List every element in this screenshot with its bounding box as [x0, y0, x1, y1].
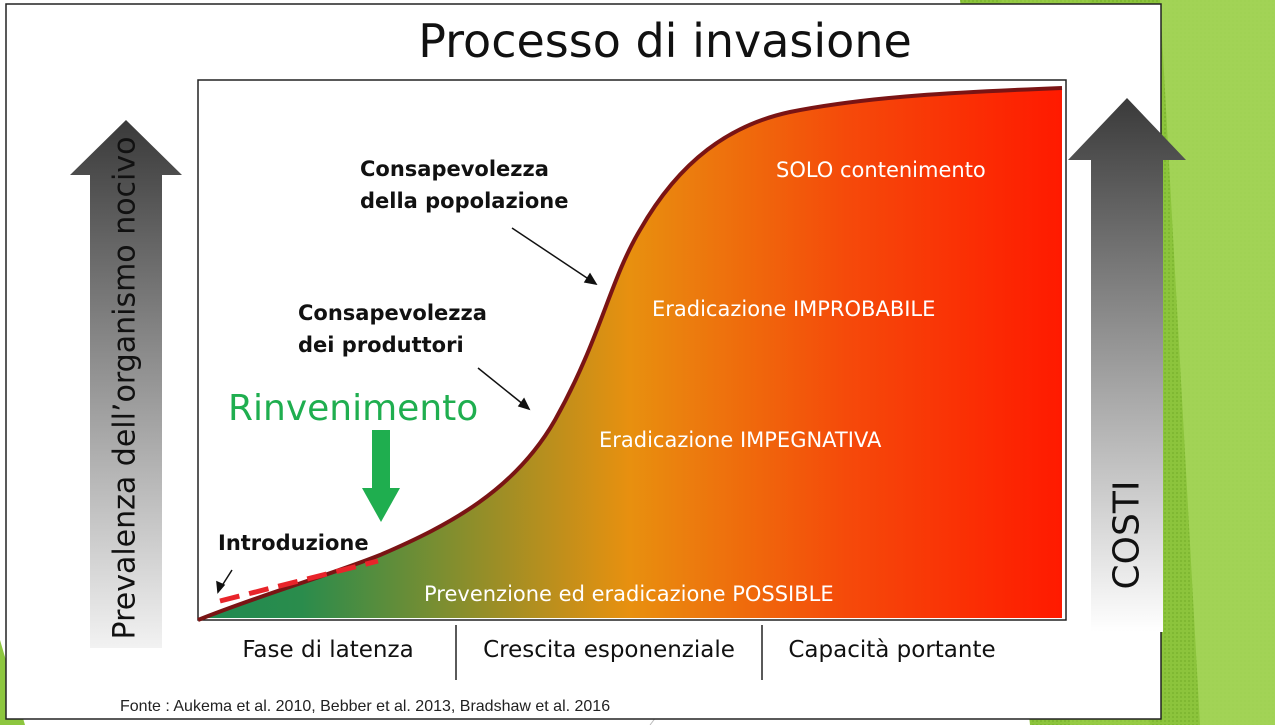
- label-consapevolezza-produttori: Consapevolezza dei produttori: [298, 301, 487, 357]
- introduzione-dash: [219, 558, 379, 604]
- zone-solo-contenimento: SOLO contenimento: [776, 158, 986, 182]
- invasion-area: [198, 88, 1062, 620]
- rinvenimento-arrow: [362, 430, 400, 522]
- y-axis-label: Prevalenza dell’organismo nocivo: [107, 136, 143, 640]
- cost-arrow: [1068, 98, 1186, 632]
- annotation-arrows: [216, 227, 598, 594]
- slide-title: Processo di invasione: [418, 14, 912, 68]
- prevalence-arrow: [70, 120, 182, 648]
- label-rinvenimento: Rinvenimento: [228, 388, 479, 429]
- cost-label: COSTI: [1106, 480, 1148, 590]
- label-introduzione: Introduzione: [218, 531, 369, 555]
- invasion-curve: [197, 86, 1063, 622]
- phase-capacita: Capacità portante: [788, 637, 996, 663]
- zone-prevenzione-possibile: Prevenzione ed eradicazione POSSIBLE: [424, 582, 834, 606]
- phase-crescita: Crescita esponenziale: [483, 637, 735, 663]
- phase-latenza: Fase di latenza: [242, 637, 414, 663]
- label-consapevolezza-popolazione: Consapevolezza della popolazione: [360, 157, 569, 213]
- source-citation: Fonte : Aukema et al. 2010, Bebber et al…: [120, 698, 611, 715]
- zone-eradicazione-improbabile: Eradicazione IMPROBABILE: [652, 297, 936, 321]
- zone-eradicazione-impegnativa: Eradicazione IMPEGNATIVA: [599, 428, 882, 452]
